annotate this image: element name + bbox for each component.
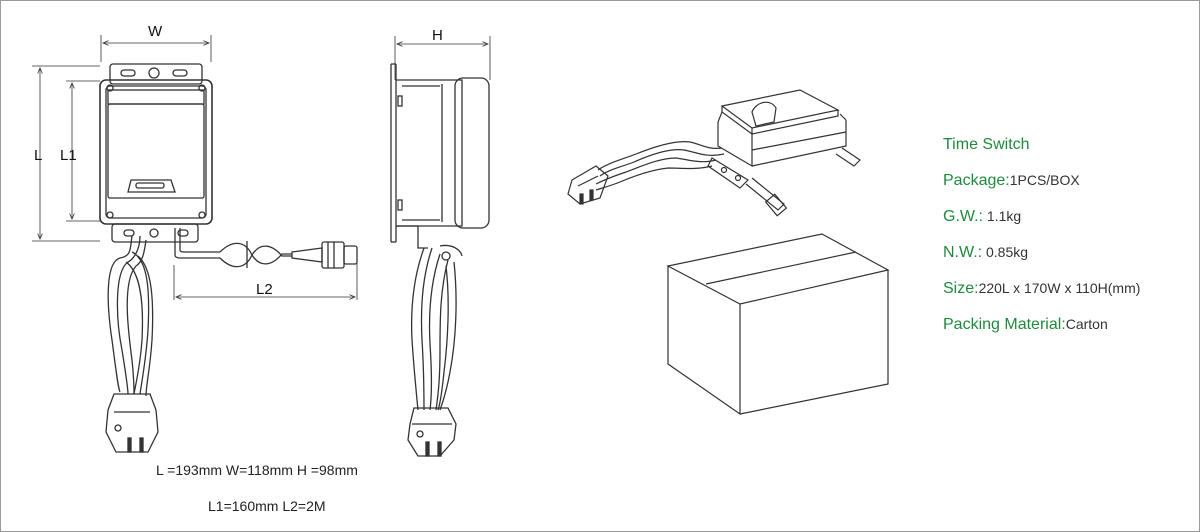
spec-package-value: 1PCS/BOX [1009, 172, 1080, 188]
spec-material-label: Packing Material: [943, 316, 1066, 333]
front-view [32, 35, 358, 453]
spec-title: Time Switch [943, 136, 1030, 154]
spec-gw-value: 1.1kg [983, 208, 1022, 224]
product-3d-view [567, 89, 861, 217]
carton-box [666, 233, 890, 416]
spec-package: Package:1PCS/BOX [943, 172, 1080, 190]
dim-label-l2: L2 [256, 281, 273, 298]
spec-size-label: Size: [943, 280, 979, 297]
measurements-line-1: L =193mm W=118mm H =98mm [156, 462, 358, 478]
dim-label-l: L [34, 147, 42, 164]
spec-nw-value: 0.85kg [982, 244, 1029, 260]
dim-label-w: W [148, 23, 163, 40]
dim-label-l1: L1 [60, 147, 77, 164]
side-view [390, 36, 491, 457]
spec-net-weight: N.W.: 0.85kg [943, 244, 1028, 262]
spec-package-label: Package: [943, 172, 1010, 189]
measurements-line-2: L1=160mm L2=2M [208, 498, 326, 514]
spec-title-text: Time Switch [943, 136, 1030, 153]
spec-size-value: 220L x 170W x 110H(mm) [978, 280, 1141, 296]
spec-gross-weight: G.W.: 1.1kg [943, 208, 1021, 226]
spec-size: Size:220L x 170W x 110H(mm) [943, 280, 1140, 298]
spec-material-value: Carton [1065, 316, 1108, 332]
spec-gw-label: G.W.: [943, 208, 983, 225]
spec-nw-label: N.W.: [943, 244, 983, 261]
dim-label-h: H [432, 27, 443, 44]
spec-packing-material: Packing Material:Carton [943, 316, 1108, 334]
